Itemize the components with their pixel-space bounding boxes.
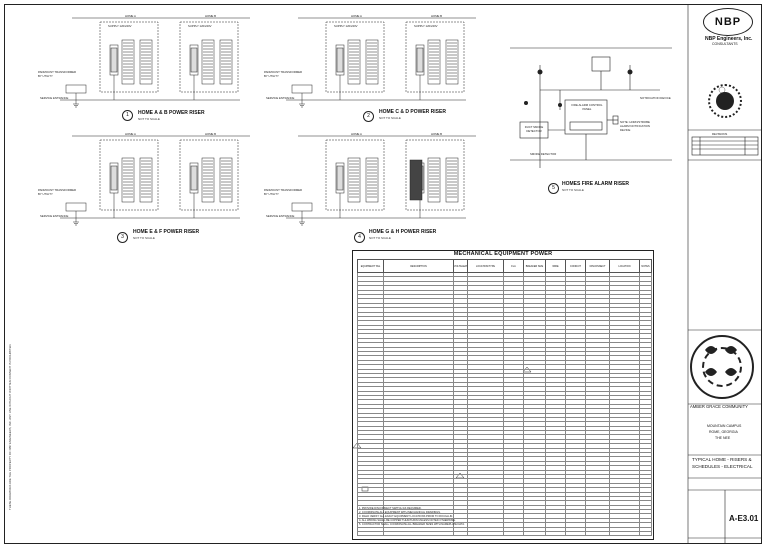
schedule-header-row: EQUIPMENT TAG DESCRIPTION VOLTAGE/PH LOC… bbox=[357, 259, 652, 273]
equipment-schedule: MECHANICAL EQUIPMENT POWER EQUIPMENT TAG… bbox=[352, 250, 654, 540]
riser-number-3: 3 bbox=[117, 232, 128, 243]
home-e-label: HOME A bbox=[125, 132, 136, 136]
home-a-label: HOME A bbox=[125, 14, 136, 18]
firm-sub: CONSULTANTS bbox=[712, 42, 738, 46]
home-g-label: HOME A bbox=[351, 132, 362, 136]
riser-number-2: 2 bbox=[363, 111, 374, 122]
firm-name: NBP Engineers, Inc. bbox=[705, 36, 753, 42]
riser-title-3: HOME E & F POWER RISER bbox=[133, 229, 200, 235]
service-label-3: SERVICE ENTRANCE bbox=[40, 214, 69, 218]
schedule-notes: 1. PROVIDE DISCONNECT SWITCH AS REQUIRED… bbox=[359, 507, 465, 527]
riser-title-5: HOMES FIRE ALARM RISER bbox=[562, 181, 630, 187]
table-row bbox=[357, 526, 652, 533]
fa-note: NOTE: HORN/STROBE ALARM NOTIFICATION DEV… bbox=[620, 120, 650, 132]
col-location-type: LOCATION/TYPE bbox=[467, 259, 504, 273]
col-breaker: BREAKER SIZE bbox=[523, 259, 546, 273]
schedule-note: 5. CONTRACTOR SHALL COORDINATE ALL BREAK… bbox=[359, 523, 465, 526]
table-cell bbox=[383, 530, 454, 537]
schedule-title: MECHANICAL EQUIPMENT POWER bbox=[453, 251, 553, 257]
riser-scale-2: NOT TO SCALE bbox=[379, 116, 401, 120]
location-line-3: THE NEE bbox=[715, 436, 731, 440]
service-label: SERVICE ENTRANCE bbox=[40, 96, 69, 100]
engineer-seal bbox=[708, 84, 742, 118]
table-cell bbox=[453, 530, 468, 537]
table-cell bbox=[545, 530, 566, 537]
home-f-label: HOME B bbox=[205, 132, 217, 136]
sheet-title-2: SCHEDULES - ELECTRICAL bbox=[692, 464, 753, 469]
schedule-table: EQUIPMENT TAG DESCRIPTION VOLTAGE/PH LOC… bbox=[357, 259, 652, 537]
col-conduit: CONDUIT bbox=[565, 259, 586, 273]
schedule-note: 2. COORDINATE ALL EQUIPMENT WITH MECHANI… bbox=[359, 511, 441, 514]
table-row bbox=[357, 408, 652, 414]
riser-title-4: HOME G & H POWER RISER bbox=[369, 229, 437, 235]
supply-label-3: SUPPLY 120/240V bbox=[334, 24, 358, 28]
supply-label-4: SUPPLY 120/240V bbox=[414, 24, 438, 28]
location-line-1: MOUNTAIN CAMPUS bbox=[707, 424, 742, 428]
riser-scale-3: NOT TO SCALE bbox=[133, 236, 155, 240]
schedule-note: 1. PROVIDE DISCONNECT SWITCH AS REQUIRED… bbox=[359, 507, 422, 510]
schedule-note: 3. FIELD VERIFY ALL EXACT EQUIPMENT LOCA… bbox=[359, 515, 454, 518]
duct-detector-label: DUCT SMOKE DETECTOR bbox=[524, 125, 544, 133]
riser-number-1: 1 bbox=[122, 110, 133, 121]
side-disclaimer: THESE DRAWINGS ARE THE PROPERTY OF NBP E… bbox=[8, 343, 12, 510]
table-row bbox=[357, 342, 652, 348]
table-cell bbox=[503, 530, 524, 537]
table-row bbox=[357, 386, 652, 392]
col-tag: EQUIPMENT TAG bbox=[357, 259, 384, 273]
community-name: AMBER GRACE COMMUNITY bbox=[690, 404, 748, 409]
service-label-4: SERVICE ENTRANCE bbox=[266, 214, 295, 218]
home-h-label: HOME B bbox=[431, 132, 443, 136]
riser-number-4: 4 bbox=[354, 232, 365, 243]
col-fla: FLA bbox=[503, 259, 524, 273]
table-cell bbox=[639, 530, 652, 537]
col-notes: NOTES bbox=[639, 259, 652, 273]
table-cell bbox=[523, 530, 546, 537]
schedule-body bbox=[357, 271, 652, 537]
table-row bbox=[357, 473, 652, 480]
col-description: DESCRIPTION bbox=[383, 259, 454, 273]
table-cell bbox=[609, 530, 640, 537]
schedule-note: 4. ALL WIRING SHALL BE COPPER THHN/THWN … bbox=[359, 519, 456, 522]
riser-scale-5: NOT TO SCALE bbox=[562, 188, 584, 192]
notification-label: NOTIFICATION DEVICE bbox=[640, 96, 671, 100]
transformer-label-2: PADMOUNT TRANSFORMER BY UTILITY bbox=[264, 70, 303, 78]
home-c-label: HOME A bbox=[351, 14, 362, 18]
location-line-2: ROME, GEORGIA bbox=[709, 430, 738, 434]
table-cell bbox=[565, 530, 586, 537]
transformer-label-4: PADMOUNT TRANSFORMER BY UTILITY bbox=[264, 188, 303, 196]
col-wire: WIRE bbox=[545, 259, 566, 273]
riser-title-1: HOME A & B POWER RISER bbox=[138, 110, 205, 116]
community-logo bbox=[690, 335, 754, 399]
sheet-border bbox=[4, 4, 762, 544]
table-row bbox=[357, 530, 652, 537]
riser-number-5: 5 bbox=[548, 183, 559, 194]
col-location: LOCATION bbox=[609, 259, 640, 273]
sheet-number: A-E3.01 bbox=[729, 514, 759, 523]
riser-title-2: HOME C & D POWER RISER bbox=[379, 109, 446, 115]
riser-scale-1: NOT TO SCALE bbox=[138, 117, 160, 121]
table-cell bbox=[467, 530, 504, 537]
supply-label: SUPPLY 120/240V bbox=[108, 24, 132, 28]
firm-logo: NBP bbox=[703, 8, 753, 36]
sheet-title-1: TYPICAL HOME - RISERS & bbox=[692, 457, 752, 462]
service-label-2: SERVICE ENTRANCE bbox=[266, 96, 295, 100]
col-disconnect: DISCONNECT bbox=[585, 259, 610, 273]
transformer-label-3: PADMOUNT TRANSFORMER BY UTILITY bbox=[38, 188, 77, 196]
home-d-label: HOME B bbox=[431, 14, 443, 18]
revisions-label: REVISIONS bbox=[712, 132, 728, 136]
table-cell bbox=[357, 530, 384, 537]
home-b-label: HOME B bbox=[205, 14, 217, 18]
table-cell bbox=[585, 530, 610, 537]
col-voltage: VOLTAGE/PH bbox=[453, 259, 468, 273]
transformer-label: PADMOUNT TRANSFORMER BY UTILITY bbox=[38, 70, 77, 78]
table-row bbox=[357, 500, 652, 506]
facp-label: FIRE ALARM CONTROL PANEL bbox=[571, 103, 603, 111]
riser-scale-4: NOT TO SCALE bbox=[369, 236, 391, 240]
table-row bbox=[357, 482, 652, 489]
smoke-detector-label: SMOKE DETECTOR bbox=[530, 152, 557, 156]
supply-label-2: SUPPLY 120/240V bbox=[188, 24, 212, 28]
